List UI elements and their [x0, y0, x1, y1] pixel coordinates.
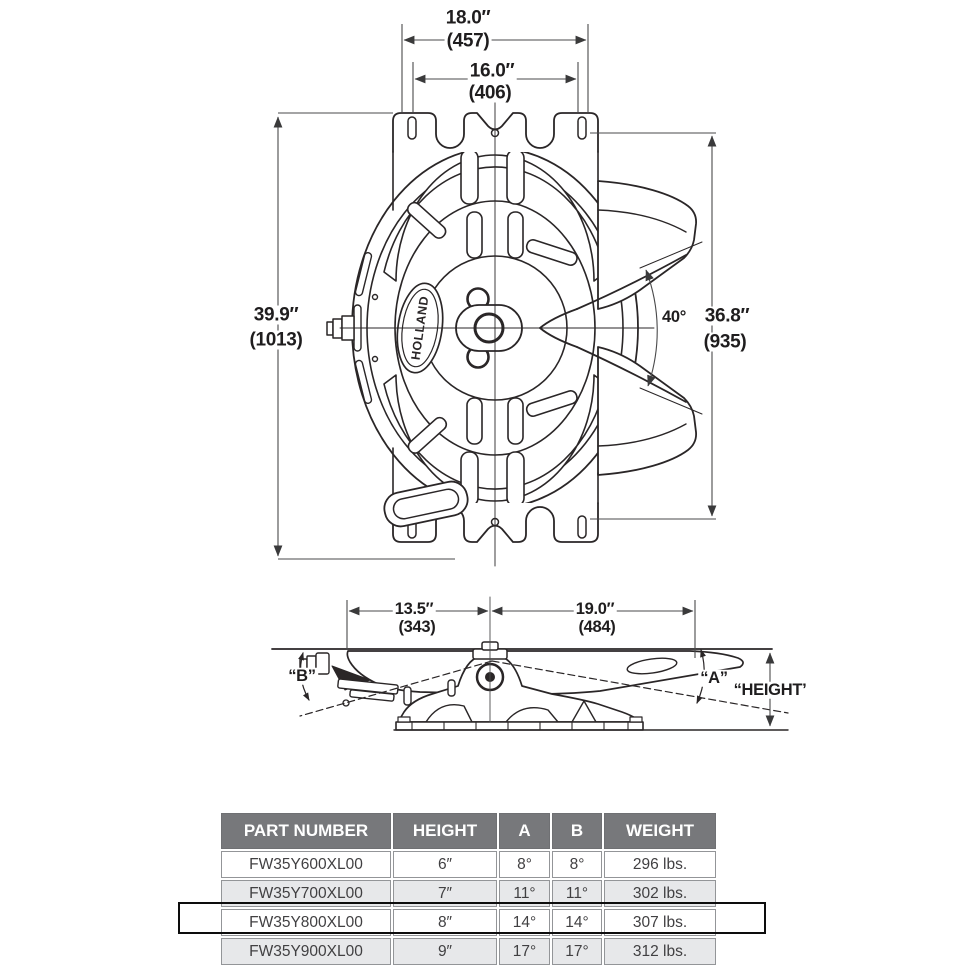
- dim-depth-in: 36.8″: [702, 305, 752, 327]
- mount-slot: [407, 116, 417, 140]
- side-release-hardware: [299, 652, 456, 707]
- cell-height: 8″: [393, 909, 497, 936]
- selected-row-highlight: [178, 902, 766, 934]
- release-hook: [383, 480, 469, 528]
- table-row: FW35Y900XL00 9″ 17° 17° 312 lbs.: [221, 938, 716, 965]
- label-angle-b: “B”: [286, 666, 318, 685]
- cell-weight: 296 lbs.: [604, 851, 716, 878]
- throat-angle-arc: [645, 269, 658, 387]
- cell-part: FW35Y600XL00: [221, 851, 391, 878]
- cell-weight: 307 lbs.: [604, 909, 716, 936]
- ramp-slot: [626, 657, 678, 675]
- table-row: FW35Y600XL00 6″ 8° 8° 296 lbs.: [221, 851, 716, 878]
- rivet-hole: [371, 355, 379, 363]
- dim-front-len-in: 13.5″: [392, 599, 436, 618]
- col-b: B: [552, 813, 602, 849]
- dim-width-inner-in: 16.0″: [467, 60, 517, 82]
- table-row-highlighted: FW35Y800XL00 8″ 14° 14° 307 lbs.: [221, 909, 716, 936]
- label-height: “HEIGHT’: [731, 680, 809, 699]
- cell-a: 11°: [499, 880, 550, 907]
- cell-height: 9″: [393, 938, 497, 965]
- base-plate: [395, 721, 644, 731]
- spec-table: PART NUMBER HEIGHT A B WEIGHT FW35Y600XL…: [219, 811, 718, 967]
- dim-rear-len-mm: (484): [576, 617, 618, 636]
- dim-height-mm: (1013): [247, 329, 305, 351]
- tilt-line-a: [491, 660, 789, 714]
- cell-b: 17°: [552, 938, 602, 965]
- col-part-number: PART NUMBER: [221, 813, 391, 849]
- cell-a: 8°: [499, 851, 550, 878]
- mount-slot: [577, 515, 587, 539]
- rivet-hole: [371, 293, 379, 301]
- col-a: A: [499, 813, 550, 849]
- dim-rear-len-in: 19.0″: [573, 599, 617, 618]
- dim-front-len-mm: (343): [396, 617, 438, 636]
- top-view-drawing: [326, 101, 703, 567]
- top-view-dimensions: [273, 24, 717, 560]
- label-angle-a: “A”: [698, 668, 730, 687]
- cell-part: FW35Y900XL00: [221, 938, 391, 965]
- cell-b: 14°: [552, 909, 602, 936]
- cell-height: 6″: [393, 851, 497, 878]
- dim-height-in: 39.9″: [251, 304, 301, 326]
- col-height: HEIGHT: [393, 813, 497, 849]
- cell-a: 17°: [499, 938, 550, 965]
- table-header-row: PART NUMBER HEIGHT A B WEIGHT: [221, 813, 716, 849]
- tilt-line-b: [299, 660, 493, 717]
- col-weight: WEIGHT: [604, 813, 716, 849]
- mount-slot: [577, 116, 587, 140]
- side-view-drawing: [271, 596, 789, 731]
- cell-weight: 312 lbs.: [604, 938, 716, 965]
- cell-b: 8°: [552, 851, 602, 878]
- pickup-ramps: [539, 180, 703, 476]
- dim-throat-angle: 40°: [659, 307, 689, 326]
- dim-width-outer-mm: (457): [444, 30, 492, 52]
- dim-width-outer-in: 18.0″: [443, 7, 493, 29]
- cell-a: 14°: [499, 909, 550, 936]
- dim-depth-mm: (935): [701, 331, 749, 353]
- dim-width-inner-mm: (406): [466, 82, 514, 104]
- cell-part: FW35Y800XL00: [221, 909, 391, 936]
